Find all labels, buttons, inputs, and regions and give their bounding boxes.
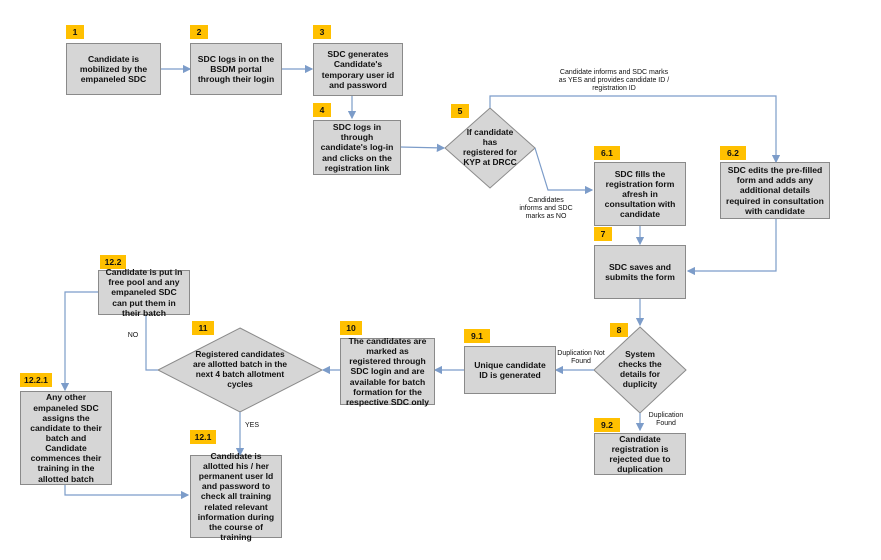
label-yes-path: Candidate informs and SDC marks as YES a… xyxy=(558,69,670,93)
step-12-2-box: Candidate is put in free pool and any em… xyxy=(98,267,190,318)
step-9-2-number: 9.2 xyxy=(594,418,620,432)
step-3-number: 3 xyxy=(313,25,331,39)
step-12-1-number: 12.1 xyxy=(190,430,216,444)
arrow-12-2-to-12-2-1 xyxy=(60,291,98,392)
arrow-11-no-to-12-2 xyxy=(141,302,158,371)
arrow-6-2-to-7 xyxy=(686,218,777,276)
step-7-number: 7 xyxy=(594,227,612,241)
step-10-number: 10 xyxy=(340,321,362,335)
step-6-1-number: 6.1 xyxy=(594,146,620,160)
step-9-1-number: 9.1 xyxy=(464,329,490,343)
label-yes: YES xyxy=(244,422,259,429)
step-11-text: Registered candidates are allotted batch… xyxy=(192,349,287,389)
step-2-box: SDC logs in on the BSDM portal through t… xyxy=(190,43,282,95)
step-12-2-number: 12.2 xyxy=(100,255,126,269)
label-no-path: Candidates informs and SDC marks as NO xyxy=(519,197,573,221)
step-4-box: SDC logs in through candidate's log-in a… xyxy=(313,120,401,175)
step-8-number: 8 xyxy=(610,323,628,337)
arrow-12-2-1-to-12-1 xyxy=(64,485,190,500)
arrow-4-to-5 xyxy=(399,143,446,153)
step-2-number: 2 xyxy=(190,25,208,39)
step-9-1-box: Unique candidate ID is generated xyxy=(464,346,556,394)
step-3-box: SDC generates Candidate's temporary user… xyxy=(313,43,403,96)
step-9-2-box: Candidate registration is rejected due t… xyxy=(594,433,686,475)
step-11-number: 11 xyxy=(192,321,214,335)
step-8-text: System checks the details for duplicity xyxy=(618,349,662,389)
label-no: NO xyxy=(127,332,139,339)
step-6-2-number: 6.2 xyxy=(720,146,746,160)
step-5-number: 5 xyxy=(451,104,469,118)
step-1-box: Candidate is mobilized by the empaneled … xyxy=(66,43,161,95)
label-dup-not-found: Duplication Not Found xyxy=(557,350,605,366)
arrow-5-yes-to-6-2 xyxy=(489,95,781,164)
step-12-1-box: Candidate is allotted his / her permanen… xyxy=(190,451,282,542)
step-10-box: The candidates are marked as registered … xyxy=(340,336,435,407)
step-6-1-box: SDC fills the registration form afresh i… xyxy=(594,162,686,226)
step-7-box: SDC saves and submits the form xyxy=(594,245,686,299)
step-6-2-box: SDC edits the pre-filled form and adds a… xyxy=(720,162,830,219)
step-5-text: If candidate has registered for KYP at D… xyxy=(463,127,517,167)
step-12-2-1-box: Any other empaneled SDC assigns the cand… xyxy=(20,391,112,485)
label-dup-found: Duplication Found xyxy=(648,412,684,428)
step-4-number: 4 xyxy=(313,103,331,117)
decision-diamond-5 xyxy=(444,107,536,189)
step-12-2-1-number: 12.2.1 xyxy=(20,373,52,387)
arrow-5-no-to-6-1 xyxy=(534,147,594,195)
step-1-number: 1 xyxy=(66,25,84,39)
